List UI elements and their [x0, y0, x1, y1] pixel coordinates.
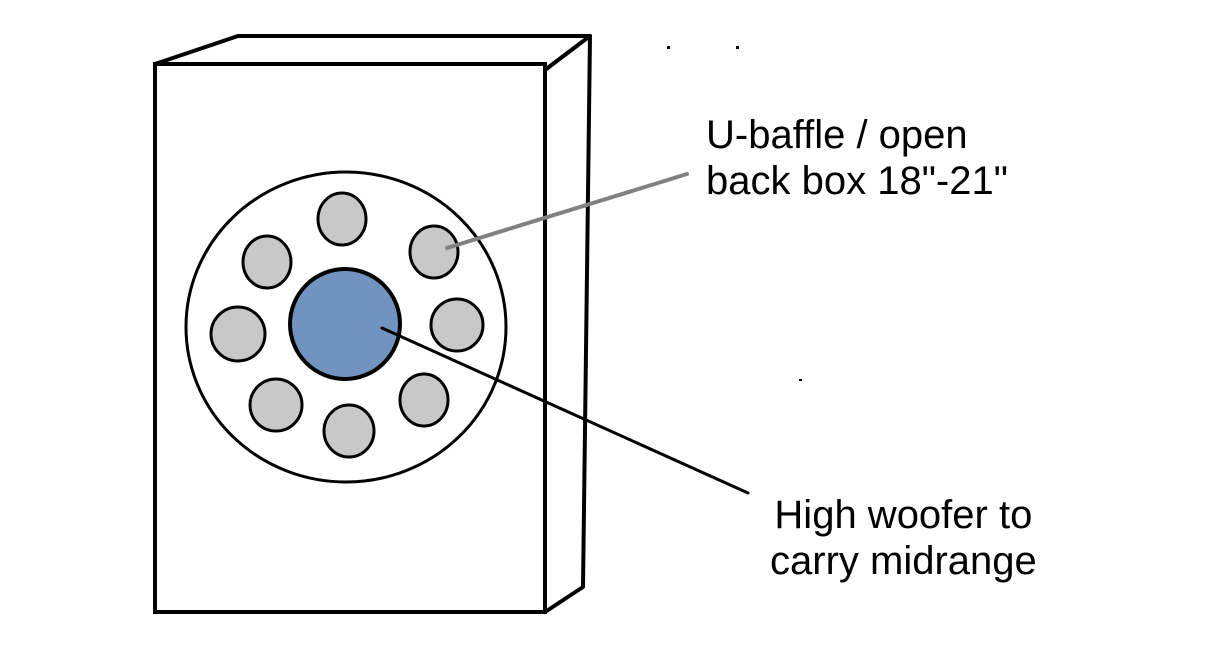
small-driver-bottom — [322, 403, 376, 459]
woofer-label-line-2: carry midrange — [770, 539, 1037, 583]
baffle-label-line-1: U-baffle / open — [706, 113, 968, 157]
woofer-label: High woofer to carry midrange — [770, 492, 1037, 584]
woofer-leader-line — [380, 326, 750, 495]
small-driver-lower-right — [398, 372, 450, 428]
woofer-label-line-1: High woofer to — [774, 493, 1033, 537]
small-driver-left — [209, 305, 267, 363]
small-driver-upper-right — [408, 224, 460, 280]
speck — [667, 46, 670, 49]
small-driver-lower-left — [248, 377, 304, 433]
speck — [736, 46, 739, 49]
cabinet-side-face — [543, 34, 592, 614]
small-driver-right — [429, 297, 485, 353]
speck — [799, 379, 802, 381]
baffle-label-line-2: back box 18"-21" — [706, 159, 1008, 203]
baffle-label: U-baffle / open back box 18"-21" — [706, 112, 1008, 204]
small-driver-upper-left — [241, 234, 293, 290]
woofer-driver — [288, 267, 402, 381]
small-driver-top — [316, 191, 368, 247]
baffle-leader-line — [445, 172, 689, 250]
